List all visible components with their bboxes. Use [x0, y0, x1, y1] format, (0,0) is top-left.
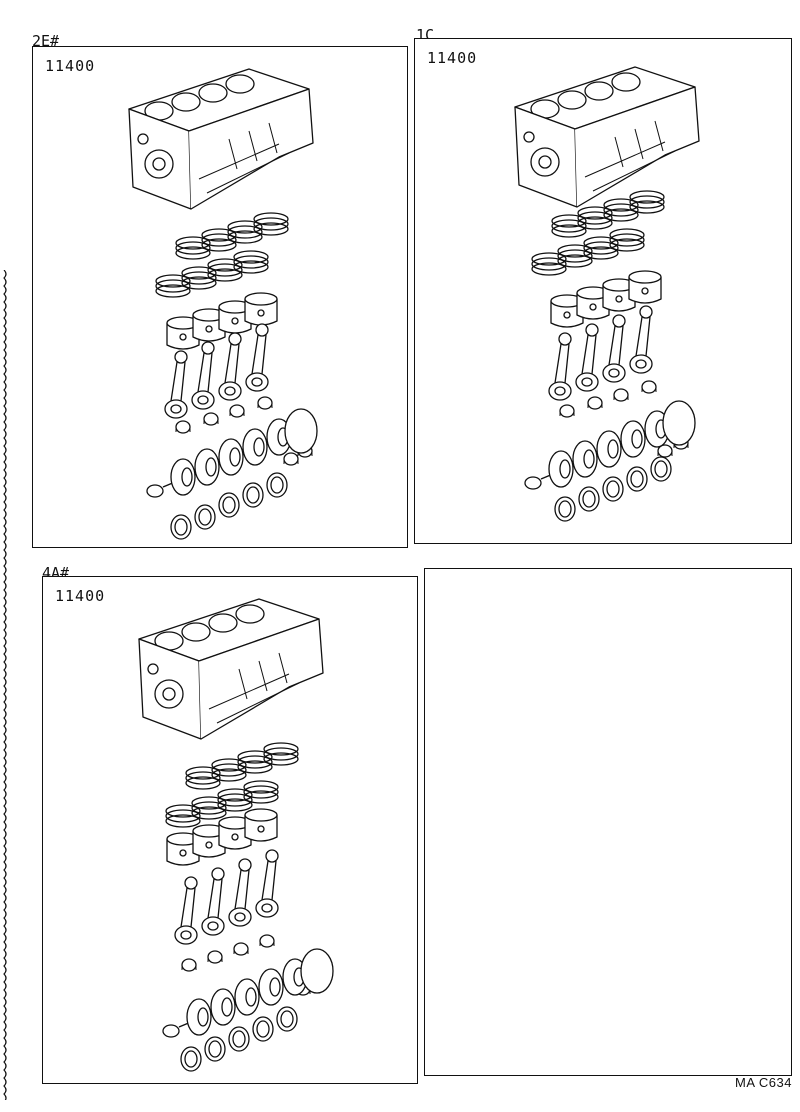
cylinder-bore [235, 604, 265, 624]
cylinder-bore [208, 613, 238, 633]
thrust-washer-set [554, 456, 672, 522]
panel-empty[interactable] [424, 568, 792, 1076]
crankshaft [146, 408, 318, 498]
cylinder-block [138, 598, 324, 740]
cylinder-block [514, 66, 700, 208]
cylinder-bore [584, 81, 614, 101]
bearing-shell-set [559, 380, 689, 458]
panel-2e[interactable]: 11400 [32, 46, 408, 548]
crankshaft [524, 400, 696, 490]
panel-4a[interactable]: 11400 [42, 576, 418, 1084]
piston-ring-set [531, 190, 665, 276]
page-code: MA C634 [735, 1075, 792, 1090]
connecting-rod-set [174, 849, 279, 945]
engine-assembly-drawing-1c [514, 66, 700, 522]
piston-set [166, 292, 278, 350]
engine-assembly-drawing-2e [128, 68, 318, 540]
engine-label-2e: 2E# [32, 32, 60, 50]
connecting-rod-set [164, 323, 269, 419]
cylinder-bore [557, 90, 587, 110]
crankshaft [162, 948, 334, 1038]
cylinder-bore [611, 72, 641, 92]
piston-ring-set [155, 212, 289, 298]
cylinder-bore [198, 83, 228, 103]
thrust-washer-set [170, 472, 288, 540]
cylinder-block [128, 68, 314, 210]
part-number-4a: 11400 [55, 587, 106, 605]
cylinder-bore [171, 92, 201, 112]
part-number-1c: 11400 [427, 49, 478, 67]
cylinder-bore [225, 74, 255, 94]
connecting-rod-set [548, 305, 653, 401]
cylinder-bore [181, 622, 211, 642]
piston-set [550, 270, 662, 328]
page-edge-scallop [3, 270, 7, 1100]
thrust-washer-set [180, 1006, 298, 1072]
piston-ring-set [165, 742, 299, 828]
piston-set [166, 808, 278, 866]
part-number-2e: 11400 [45, 57, 96, 75]
panel-1c[interactable]: 11400 [414, 38, 792, 544]
engine-assembly-drawing-4a [138, 598, 334, 1072]
